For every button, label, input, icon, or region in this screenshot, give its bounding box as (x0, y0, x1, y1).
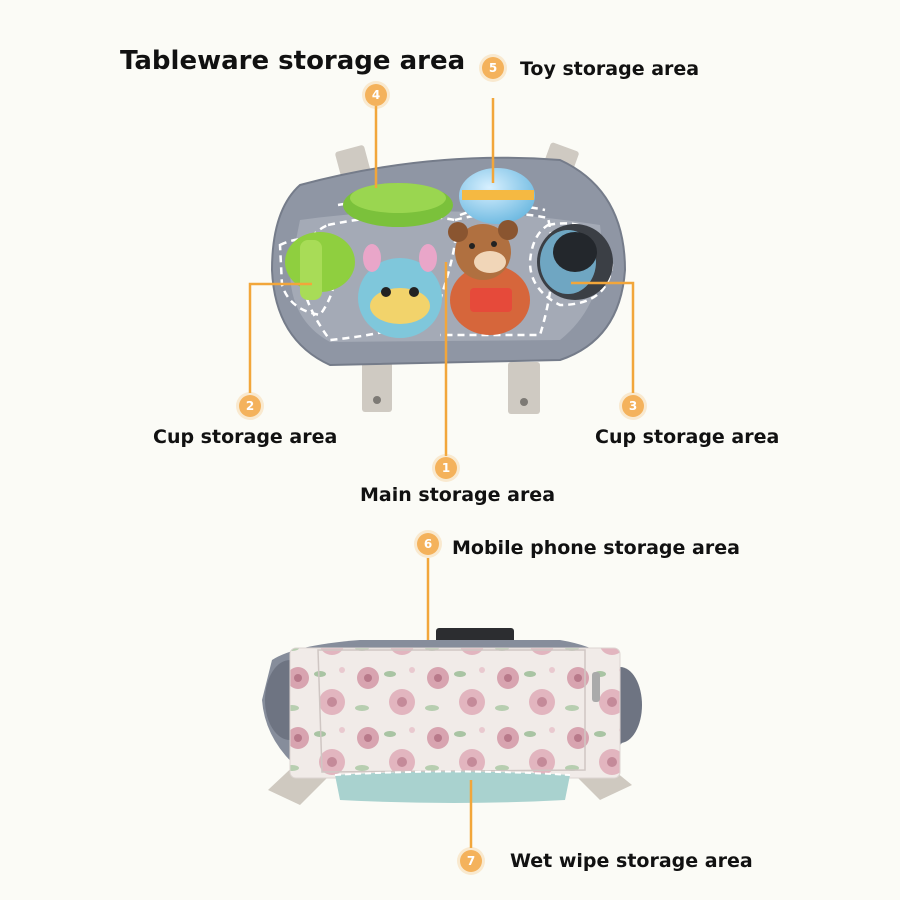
badge-1: 1 (435, 457, 457, 479)
cup-storage-right-label: Cup storage area (595, 426, 780, 448)
bag-front-view (262, 628, 642, 805)
badge-3: 3 (622, 395, 644, 417)
badge-4: 4 (365, 84, 387, 106)
badge-5: 5 (482, 57, 504, 79)
leader-lines (248, 98, 635, 848)
cup-storage-left-label: Cup storage area (153, 426, 338, 448)
bag-top-view (270, 142, 627, 414)
badge-6: 6 (417, 533, 439, 555)
badge-2: 2 (239, 395, 261, 417)
badge-7: 7 (460, 850, 482, 872)
mobile-phone-storage-label: Mobile phone storage area (452, 537, 740, 559)
main-storage-label: Main storage area (360, 484, 556, 506)
tableware-storage-label: Tableware storage area (120, 46, 466, 76)
toy-storage-label: Toy storage area (520, 58, 700, 80)
wet-wipe-storage-label: Wet wipe storage area (510, 850, 753, 872)
